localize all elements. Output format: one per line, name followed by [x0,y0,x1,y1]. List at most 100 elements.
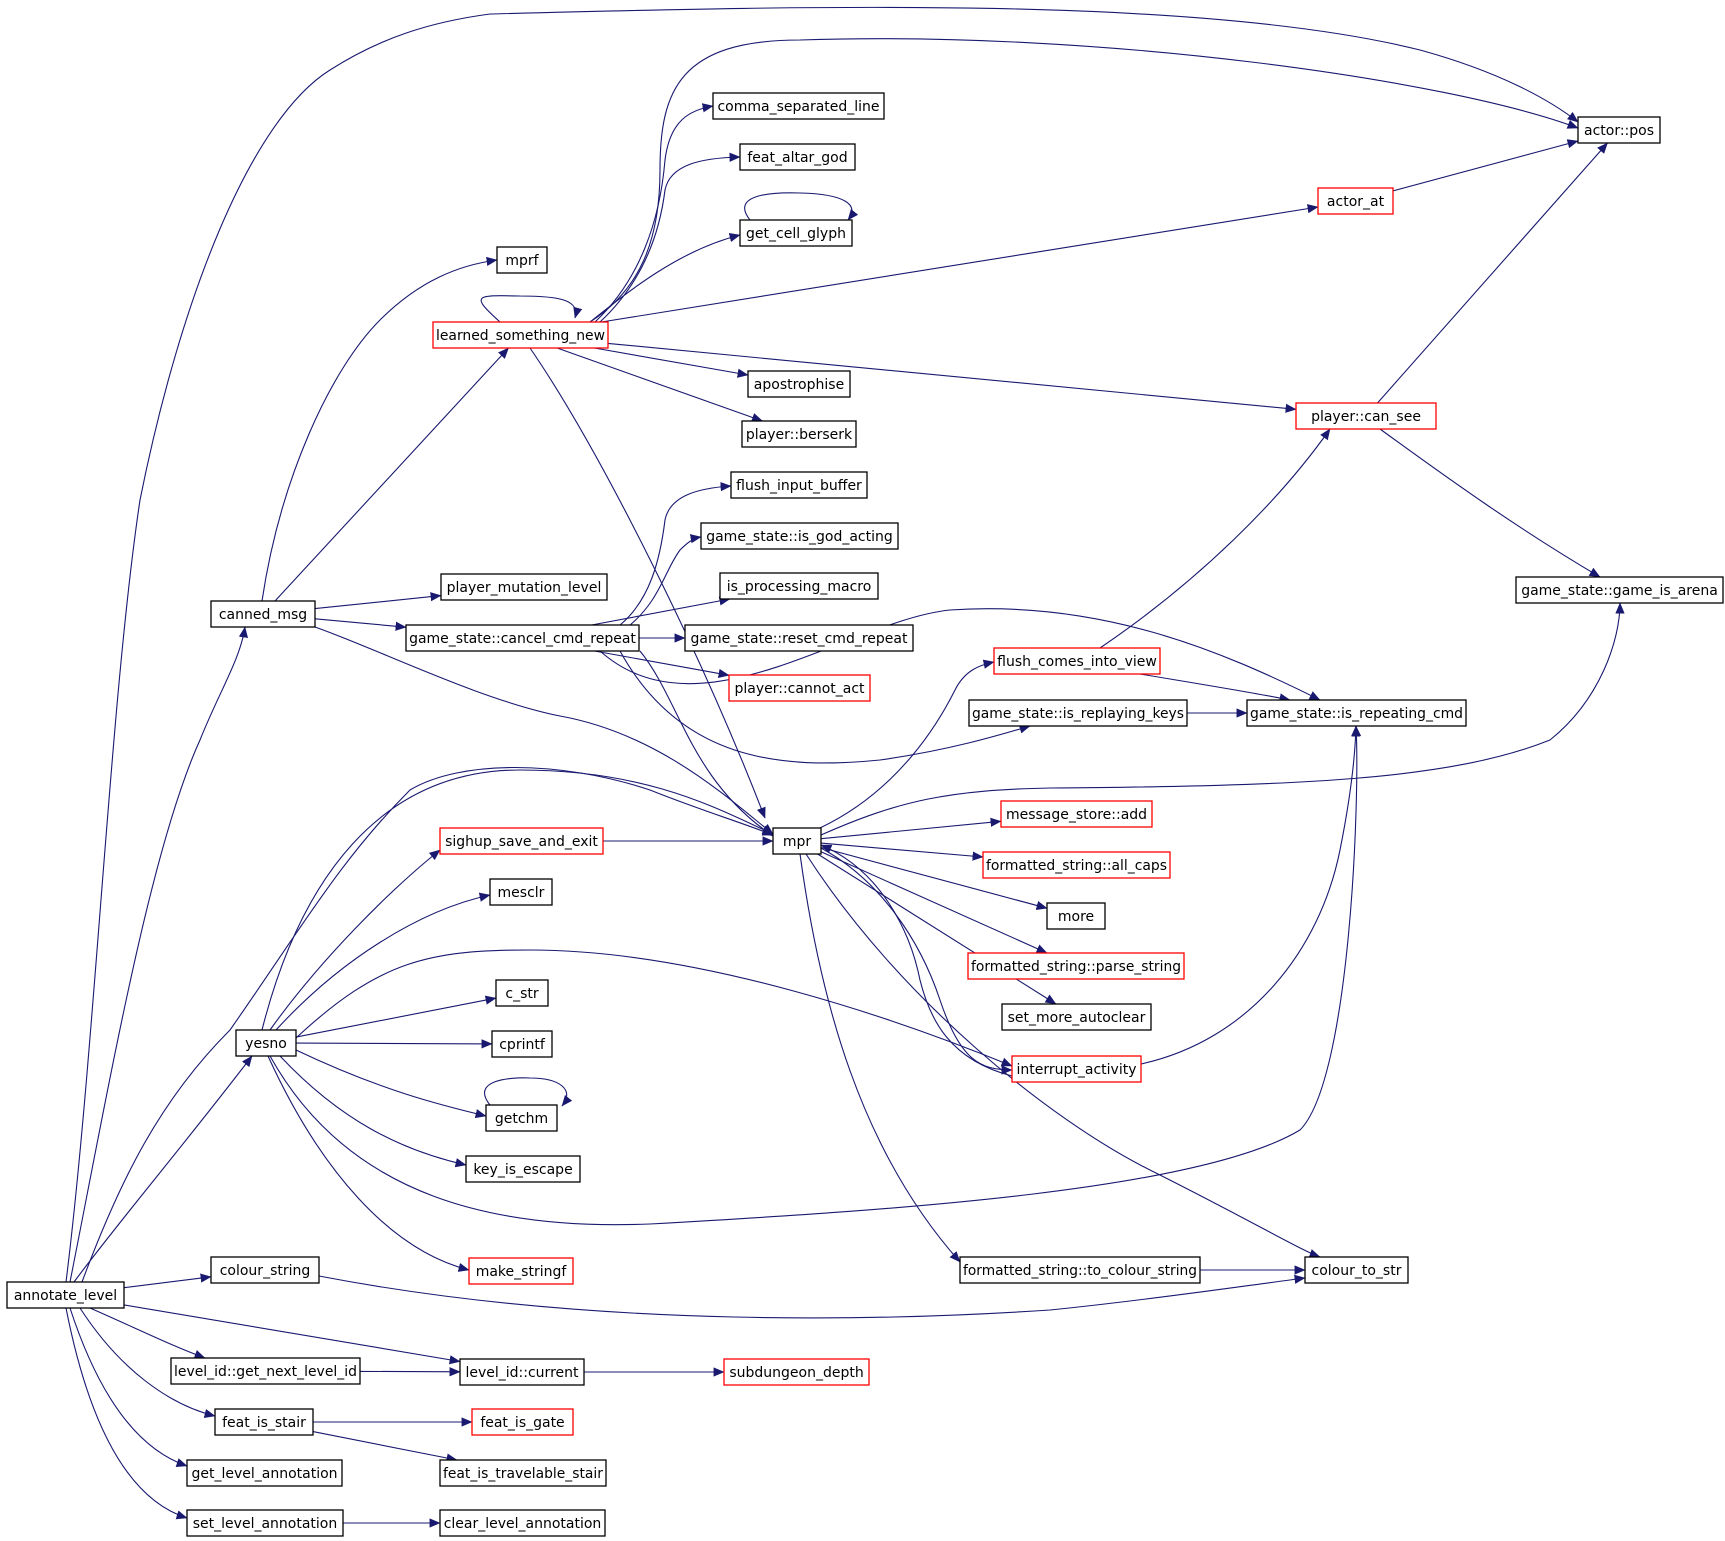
node-annotate-level[interactable]: annotate_level [6,1281,125,1309]
node-box[interactable] [959,1256,1201,1284]
node-feat-is-gate[interactable]: feat_is_gate [471,1408,574,1436]
node-box[interactable] [1000,800,1153,828]
node-feat-is-travelable-stair[interactable]: feat_is_travelable_stair [439,1459,607,1487]
node-feat-is-stair[interactable]: feat_is_stair [214,1408,314,1436]
node-interrupt-activity[interactable]: interrupt_activity [1011,1055,1142,1083]
node-game-state-game-is-arena[interactable]: game_state::game_is_arena [1515,576,1724,604]
node-box[interactable] [741,420,857,448]
node-box[interactable] [471,1408,574,1436]
node-actor-pos[interactable]: actor::pos [1577,116,1661,144]
node-box[interactable] [723,1358,870,1386]
node-box[interactable] [210,1256,320,1284]
node-box[interactable] [439,1459,607,1487]
node-game-state-cancel-cmd-repeat[interactable]: game_state::cancel_cmd_repeat [405,624,640,652]
node-box[interactable] [491,1030,553,1058]
node-box[interactable] [468,1257,574,1285]
node-formatted-string-parse-string[interactable]: formatted_string::parse_string [967,952,1185,980]
node-flush-input-buffer[interactable]: flush_input_buffer [730,471,868,499]
node-game-state-reset-cmd-repeat[interactable]: game_state::reset_cmd_repeat [684,624,914,652]
node-box[interactable] [1304,1256,1409,1284]
node-box[interactable] [1046,902,1106,930]
node-box[interactable] [235,1029,297,1057]
node-mpr[interactable]: mpr [772,827,822,855]
node-player-cannot-act[interactable]: player::cannot_act [728,674,871,702]
node-box[interactable] [719,572,879,600]
node-mprf[interactable]: mprf [496,246,548,274]
node-get-level-annotation[interactable]: get_level_annotation [186,1459,343,1487]
node-game-state-is-repeating-cmd[interactable]: game_state::is_repeating_cmd [1246,699,1467,727]
node-player-can-see[interactable]: player::can_see [1295,402,1437,430]
node-yesno[interactable]: yesno [235,1029,297,1057]
node-clear-level-annotation[interactable]: clear_level_annotation [439,1509,606,1537]
node-box[interactable] [186,1459,343,1487]
node-get-cell-glyph[interactable]: get_cell_glyph [739,219,853,247]
node-box[interactable] [489,878,553,906]
node-set-level-annotation[interactable]: set_level_annotation [186,1509,344,1537]
node-apostrophise[interactable]: apostrophise [747,370,851,398]
node-box[interactable] [739,219,853,247]
node-subdungeon-depth[interactable]: subdungeon_depth [723,1358,870,1386]
node-box[interactable] [1295,402,1437,430]
node-box[interactable] [485,1104,558,1132]
node-box[interactable] [170,1357,361,1385]
node-box[interactable] [712,92,885,120]
node-colour-string[interactable]: colour_string [210,1256,320,1284]
node-box[interactable] [967,952,1185,980]
node-flush-comes-into-view[interactable]: flush_comes_into_view [993,647,1161,675]
node-box[interactable] [495,979,549,1007]
node-feat-altar-god[interactable]: feat_altar_god [739,143,856,171]
node-getchm[interactable]: getchm [485,1104,558,1132]
node-box[interactable] [1577,116,1661,144]
node-box[interactable] [214,1408,314,1436]
node-box[interactable] [405,624,640,652]
node-learned-something-new[interactable]: learned_something_new [432,321,609,349]
node-player-berserk[interactable]: player::berserk [741,420,857,448]
node-is-processing-macro[interactable]: is_processing_macro [719,572,879,600]
node-make-stringf[interactable]: make_stringf [468,1257,574,1285]
node-comma-separated-line[interactable]: comma_separated_line [712,92,885,120]
node-box[interactable] [465,1155,581,1183]
node-box[interactable] [6,1281,125,1309]
node-level-id-get-next-level-id[interactable]: level_id::get_next_level_id [170,1357,361,1385]
node-level-id-current[interactable]: level_id::current [459,1358,585,1386]
node-box[interactable] [1011,1055,1142,1083]
node-key-is-escape[interactable]: key_is_escape [465,1155,581,1183]
node-game-state-is-replaying-keys[interactable]: game_state::is_replaying_keys [968,699,1188,727]
node-box[interactable] [440,573,608,601]
node-box[interactable] [1317,187,1394,215]
node-box[interactable] [700,522,899,550]
node-game-state-is-god-acting[interactable]: game_state::is_god_acting [700,522,899,550]
node-player-mutation-level[interactable]: player_mutation_level [440,573,608,601]
node-message-store-add[interactable]: message_store::add [1000,800,1153,828]
node-box[interactable] [684,624,914,652]
node-c-str[interactable]: c_str [495,979,549,1007]
node-set-more-autoclear[interactable]: set_more_autoclear [1001,1003,1152,1031]
node-box[interactable] [210,600,316,628]
node-box[interactable] [1246,699,1467,727]
node-box[interactable] [747,370,851,398]
node-box[interactable] [439,1509,606,1537]
node-box[interactable] [772,827,822,855]
node-formatted-string-to-colour-string[interactable]: formatted_string::to_colour_string [959,1256,1201,1284]
node-box[interactable] [730,471,868,499]
node-formatted-string-all-caps[interactable]: formatted_string::all_caps [982,851,1171,879]
node-box[interactable] [993,647,1161,675]
node-box[interactable] [968,699,1188,727]
node-mesclr[interactable]: mesclr [489,878,553,906]
node-box[interactable] [496,246,548,274]
node-box[interactable] [1001,1003,1152,1031]
node-box[interactable] [186,1509,344,1537]
node-sighup-save-and-exit[interactable]: sighup_save_and_exit [439,827,604,855]
node-box[interactable] [1515,576,1724,604]
node-actor-at[interactable]: actor_at [1317,187,1394,215]
node-cprintf[interactable]: cprintf [491,1030,553,1058]
node-box[interactable] [459,1358,585,1386]
node-box[interactable] [739,143,856,171]
node-colour-to-str[interactable]: colour_to_str [1304,1256,1409,1284]
node-box[interactable] [439,827,604,855]
node-canned-msg[interactable]: canned_msg [210,600,316,628]
node-box[interactable] [432,321,609,349]
node-box[interactable] [982,851,1171,879]
node-box[interactable] [728,674,871,702]
node-more[interactable]: more [1046,902,1106,930]
